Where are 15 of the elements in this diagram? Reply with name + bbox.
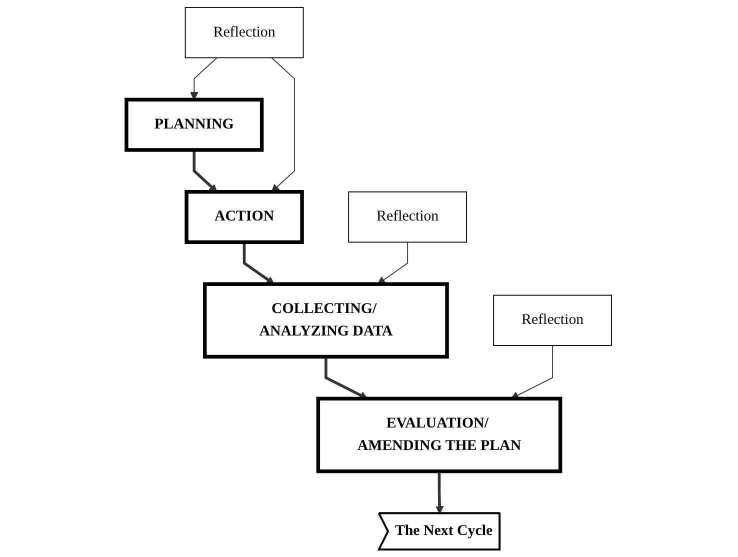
arrow xyxy=(435,471,444,514)
node-box: Reflection xyxy=(493,294,612,346)
arrow xyxy=(510,345,554,400)
node-box: ACTION xyxy=(184,190,304,244)
arrow xyxy=(190,57,218,100)
arrow xyxy=(192,150,218,192)
arrow xyxy=(324,356,368,400)
node-box: PLANNING xyxy=(124,98,264,152)
arrow xyxy=(242,242,275,284)
node-box: EVALUATION/ AMENDING THE PLAN xyxy=(316,396,562,474)
node-box: Reflection xyxy=(184,6,304,58)
arrow xyxy=(377,242,408,284)
node-box: COLLECTING/ ANALYZING DATA xyxy=(203,282,449,359)
arrow xyxy=(271,57,295,192)
node-box: Reflection xyxy=(348,191,468,243)
